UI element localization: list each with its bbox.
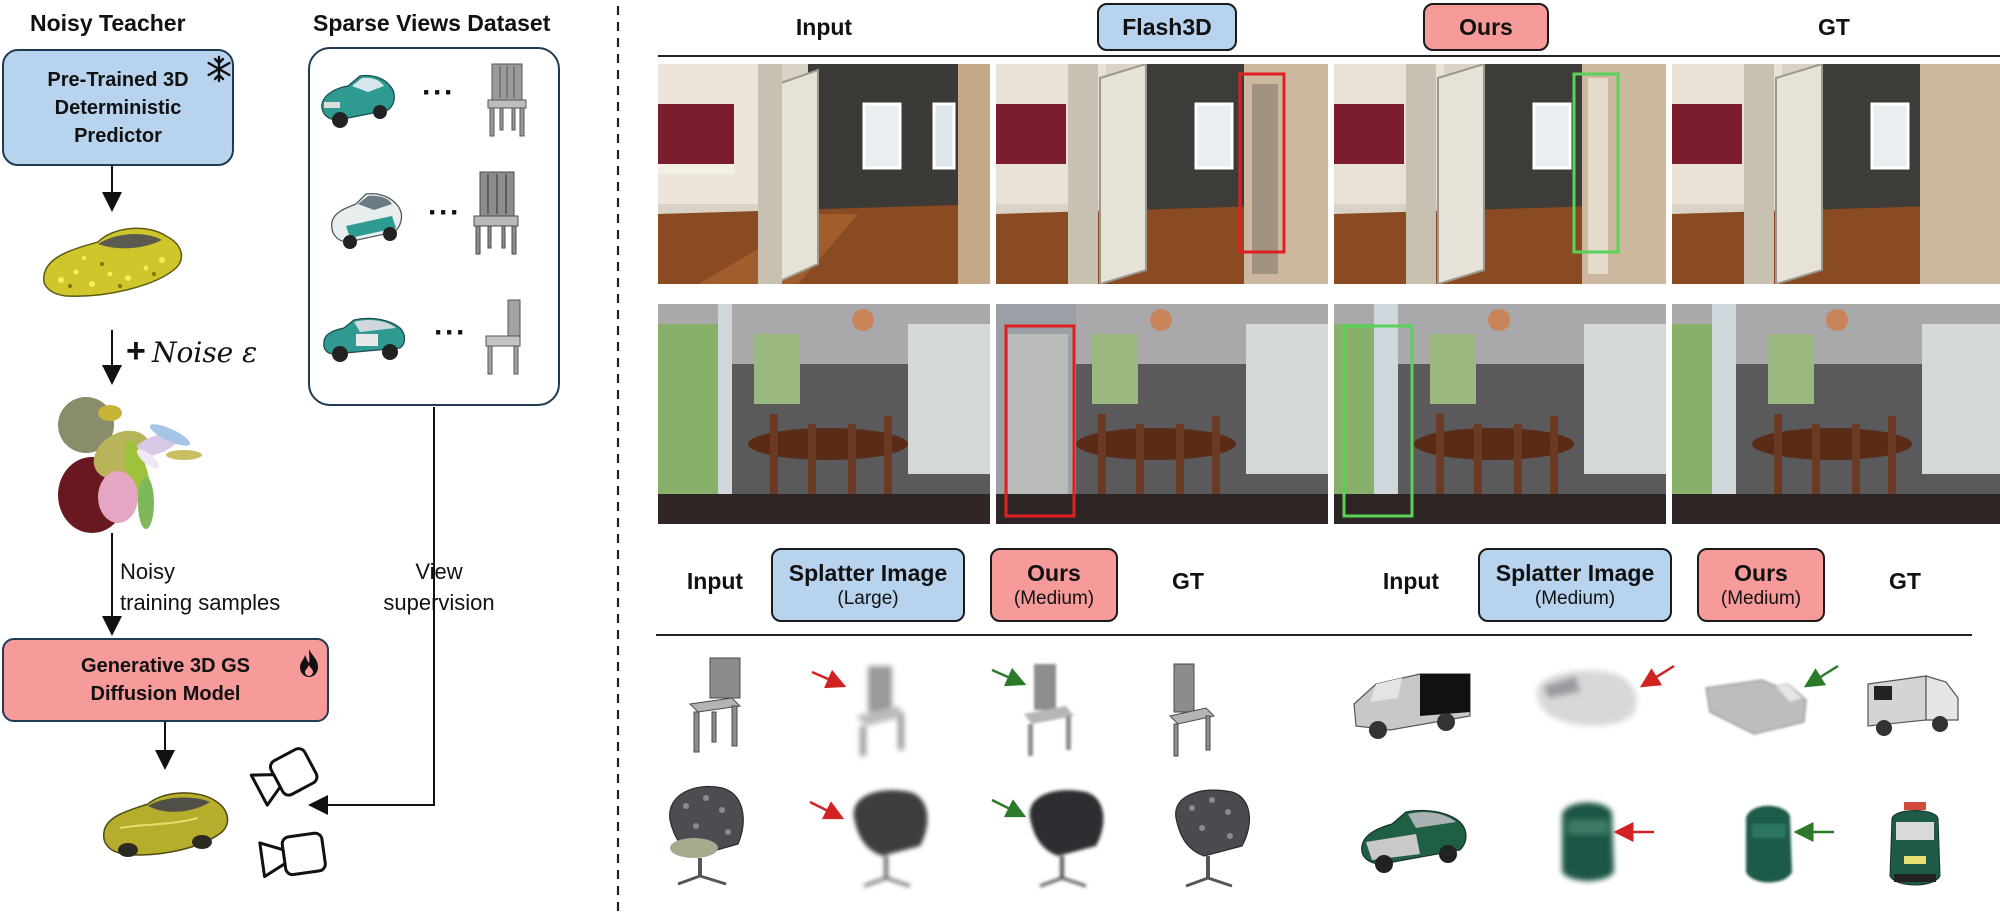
camera-icon-1 [249, 747, 319, 807]
flash3d-label: Flash3D [1122, 14, 1212, 40]
col-header-flash3d: Flash3D [1097, 3, 1237, 51]
pretrained-predictor-box: Pre-Trained 3D Deterministic Predictor [2, 49, 234, 166]
ours-good-box-1 [1572, 72, 1620, 254]
bad-arrow-1 [811, 670, 847, 689]
splatter-medium-size: (Medium) [1534, 588, 1616, 609]
bottom-left-ours-header: Ours (Medium) [990, 548, 1118, 622]
flash3d-artifact-box-2 [1004, 324, 1076, 518]
bad-arrow-3 [809, 800, 845, 820]
predictor-line-2: Deterministic [54, 96, 182, 119]
chair-input [688, 657, 742, 753]
police-car-splatter [1562, 802, 1614, 881]
dataset-chair-3 [485, 299, 521, 375]
left-flow-arrows [102, 166, 435, 815]
noise-plus: + [126, 332, 146, 370]
good-arrow-4 [1793, 822, 1834, 842]
dataset-car-2 [331, 192, 403, 249]
ours-top-label: Ours [1459, 14, 1513, 40]
snowflake-icon [207, 55, 231, 83]
sparse-views-box [308, 47, 560, 406]
splatter-large-label: Splatter Image [788, 560, 948, 586]
noisy-line-1: Noisy [120, 559, 176, 584]
bottom-right-splatter-header: Splatter Image (Medium) [1478, 548, 1672, 622]
diffusion-model-box: Generative 3D GS Diffusion Model [2, 638, 329, 722]
bottom-left-input-header: Input [686, 568, 744, 594]
col-header-input: Input [795, 14, 853, 40]
ours-left-label: Ours [1027, 560, 1081, 586]
noisy-gaussians-image [58, 397, 202, 533]
col-header-gt: GT [1818, 14, 1850, 40]
ours-good-box-2 [1342, 324, 1414, 518]
scene-dining-gt [1672, 304, 2000, 524]
truck-gt [1867, 675, 1959, 736]
egg-chair-input [669, 785, 744, 886]
ellipsis-2: ··· [428, 196, 461, 229]
chair-splatter [856, 666, 906, 756]
chair-gt [1169, 663, 1215, 757]
predictor-line-1: Pre-Trained 3D [47, 68, 189, 91]
scene-dining-flash3d [996, 304, 1328, 524]
generated-car-image [102, 792, 229, 857]
scene-hallway-flash3d [996, 64, 1328, 284]
dataset-car-1 [321, 74, 395, 128]
dataset-car-3 [323, 317, 406, 362]
scene-hallway-input [658, 64, 990, 284]
view-supervision-label: View supervision [372, 556, 506, 618]
good-arrow-2 [1803, 664, 1839, 688]
sparse-views-title: Sparse Views Dataset [313, 10, 551, 36]
bottom-left-splatter-header: Splatter Image (Large) [771, 548, 965, 622]
splatter-large-size: (Large) [837, 588, 899, 609]
camera-icon-2 [258, 831, 327, 879]
top-header-rule [658, 55, 2000, 57]
bad-arrow-2 [1639, 664, 1675, 688]
police-car-gt [1889, 802, 1941, 886]
egg-chair-gt [1175, 789, 1250, 888]
police-car-ours [1746, 805, 1792, 883]
scene-hallway-ours [1334, 64, 1666, 284]
predictor-line-3: Predictor [74, 124, 162, 147]
truck-splatter [1536, 670, 1637, 727]
egg-chair-ours [1029, 790, 1104, 888]
ours-right-size: (Medium) [1720, 588, 1802, 609]
bad-arrow-4 [1613, 822, 1654, 842]
ours-left-size: (Medium) [1013, 588, 1095, 609]
ellipsis-1: ··· [422, 76, 455, 109]
noise-epsilon-label: Noise ε [152, 336, 258, 369]
panel-divider [616, 6, 620, 916]
diffusion-line-2: Diffusion Model [90, 683, 241, 705]
truck-ours [1705, 679, 1807, 735]
scene-hallway-gt [1672, 64, 2000, 284]
chair-ours [1024, 664, 1074, 756]
bottom-left-gt-header: GT [1172, 568, 1204, 594]
scene-dining-input [658, 304, 990, 524]
view-line-2: supervision [383, 590, 495, 615]
view-line-1: View [415, 559, 463, 584]
flame-icon [300, 649, 318, 677]
bottom-right-gt-header: GT [1889, 568, 1921, 594]
flash3d-artifact-box-1 [1238, 72, 1286, 254]
col-header-ours: Ours [1423, 3, 1549, 51]
egg-chair-splatter [853, 790, 928, 888]
good-arrow-1 [991, 668, 1027, 687]
gaussian-car-image [42, 227, 183, 297]
bottom-right-ours-header: Ours (Medium) [1697, 548, 1825, 622]
dataset-chair-2 [473, 171, 519, 255]
ellipsis-3: ··· [434, 316, 467, 349]
bottom-right-input-header: Input [1382, 568, 1440, 594]
dataset-chair-1 [487, 63, 527, 137]
bottom-header-rule [656, 634, 1972, 636]
noisy-samples-label: Noisy training samples [120, 556, 280, 618]
truck-input [1353, 673, 1471, 739]
good-arrow-3 [991, 798, 1027, 818]
noisy-line-2: training samples [120, 590, 281, 615]
scene-dining-ours [1334, 304, 1666, 524]
noisy-teacher-title: Noisy Teacher [30, 10, 186, 36]
police-car-input [1361, 809, 1467, 873]
splatter-medium-label: Splatter Image [1495, 560, 1655, 586]
diffusion-line-1: Generative 3D GS [81, 655, 250, 677]
ours-right-label: Ours [1734, 560, 1788, 586]
